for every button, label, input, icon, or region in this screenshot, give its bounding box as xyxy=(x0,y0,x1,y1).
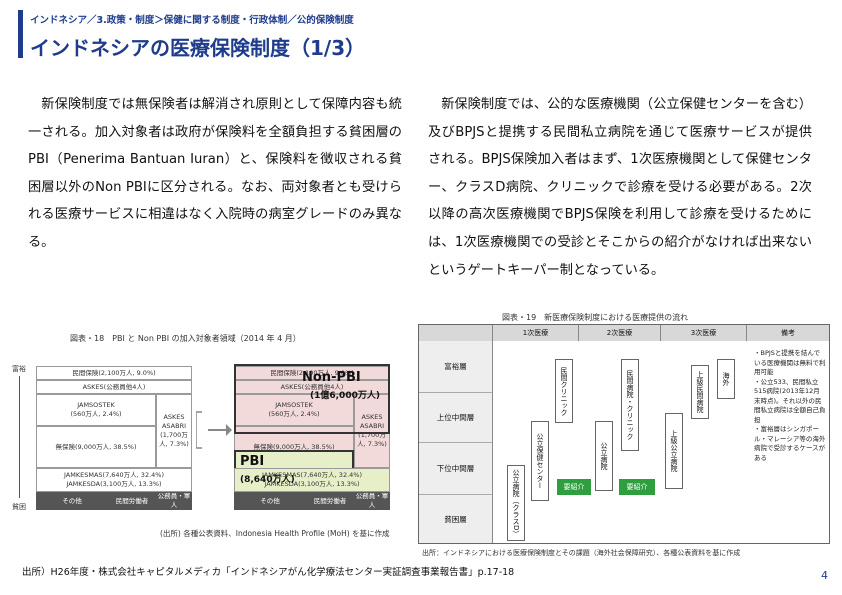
footer-source: 出所）H26年度・株式会社キャピタルメディカ「インドネシアがん化学療法センター実… xyxy=(22,567,515,578)
other-box: その他 xyxy=(36,492,108,510)
breadcrumb: インドネシア／3.政策・制度＞保健に関する制度・行政体制／公的保険制度 xyxy=(30,15,354,26)
axis-line xyxy=(19,376,20,498)
care-flow-figure: 図表・19 新医療保険制度における医療提供の流れ 1次医療 2次医療 3次医療 … xyxy=(412,312,836,560)
row-upper-middle: 上位中間層 xyxy=(419,393,493,443)
axis-bottom-label: 貧困 xyxy=(12,503,26,511)
nonpbi-region-outline xyxy=(234,364,390,434)
header-secondary: 2次医療 xyxy=(579,325,661,341)
care-flow-table: 1次医療 2次医療 3次医療 備考 富裕層 上位中間層 下位中間層 貧困層 民間… xyxy=(418,324,830,544)
uninsured-box: 無保険(9,000万人, 38.5%) xyxy=(36,426,156,468)
figure-right-source: 出所：インドネシアにおける医療保険制度とその課題（海外社会保障研究）、各種公表資… xyxy=(422,549,741,557)
row-poor: 貧困層 xyxy=(419,495,493,543)
nonpbi-label: Non-PBI xyxy=(302,370,361,385)
asabri-box: ASKES ASABRI (1,700万 人, 7.3%) xyxy=(156,394,192,468)
overseas-box: 海外 xyxy=(717,359,735,399)
askes-box: ASKES(公務員他4人) xyxy=(36,380,192,394)
figure-caption: 図表・18 PBI と Non PBI の加入対象者領域（2014 年 4 月） xyxy=(70,334,301,343)
private-clinic-box: 民間クリニック xyxy=(555,359,573,423)
header-corner xyxy=(419,325,493,341)
bracket-arrow-icon xyxy=(196,411,232,449)
header-notes: 備考 xyxy=(747,325,829,341)
upper-public-box: 上級公立病院 xyxy=(665,413,683,489)
row-rich: 富裕層 xyxy=(419,341,493,393)
pbi-count: (8,640万人) xyxy=(240,475,295,485)
nonpbi-asabri-box: ASKES ASABRI (1,700万 人, 7.3%) xyxy=(354,394,390,468)
referral-arrow-primary: 要紹介 xyxy=(557,479,591,495)
figure-caption: 図表・19 新医療保険制度における医療提供の流れ xyxy=(502,313,689,322)
pbi-jamkesmas-box: JAMKESMAS(7,640万人, 32.4%) JAMKESDA(3,100… xyxy=(234,468,390,492)
page-title: インドネシアの医療保険制度（1/3） xyxy=(30,36,366,60)
right-paragraph: 新保険制度では、公的な医療機関（公立保健センターを含む）及びBPJSと提携する民… xyxy=(428,97,812,278)
title-accent-bar xyxy=(18,10,23,58)
figure-left-source: (出所) 各種公表資料、Indonesia Health Profile (Mo… xyxy=(160,529,390,538)
page-number: 4 xyxy=(821,569,828,582)
nonpbi-count: (1億6,000万人) xyxy=(310,391,380,401)
b-civil-servants-box: 公務員・軍人 xyxy=(354,492,390,510)
public-hospital-box: 公立病院 xyxy=(595,421,613,491)
axis-top-label: 富裕 xyxy=(12,365,26,373)
pbi-label: PBI xyxy=(240,454,265,469)
class-d-box: 公立病院（クラスD） xyxy=(507,465,525,541)
private-hospital-box: 民間病院・クリニック xyxy=(621,359,639,451)
private-insurance-box: 民間保険(2,100万人, 9.0%) xyxy=(36,366,192,380)
jamkesmas-box: JAMKESMAS(7,640万人, 32.4%) JAMKESDA(3,100… xyxy=(36,468,192,492)
notes-text: ・BPJSと提携を結んでいる医療機関は無料で利用可能 ・公立533、民間私立51… xyxy=(754,349,826,462)
pbi-coverage-figure: 図表・18 PBI と Non PBI の加入対象者領域（2014 年 4 月）… xyxy=(10,330,402,542)
jamsostek-box: JAMSOSTEK (560万人, 2.4%) xyxy=(36,394,156,426)
left-paragraph: 新保険制度では無保険者は解消され原則として保障内容も統一される。加入対象者は政府… xyxy=(28,97,402,250)
b-private-workers-box: 民間労働者 xyxy=(306,492,354,510)
header-tertiary: 3次医療 xyxy=(661,325,747,341)
public-center-box: 公立保健センター xyxy=(531,421,549,501)
civil-servants-box: 公務員・軍人 xyxy=(156,492,192,510)
private-workers-box: 民間労働者 xyxy=(108,492,156,510)
header-primary: 1次医療 xyxy=(493,325,579,341)
referral-arrow-secondary: 要紹介 xyxy=(619,479,655,495)
upper-private-box: 上級民間病院 xyxy=(691,365,709,419)
nonpbi-jamsostek-box: JAMSOSTEK (560万人, 2.4%) xyxy=(234,394,354,426)
b-other-box: その他 xyxy=(234,492,306,510)
row-lower-middle: 下位中間層 xyxy=(419,443,493,495)
